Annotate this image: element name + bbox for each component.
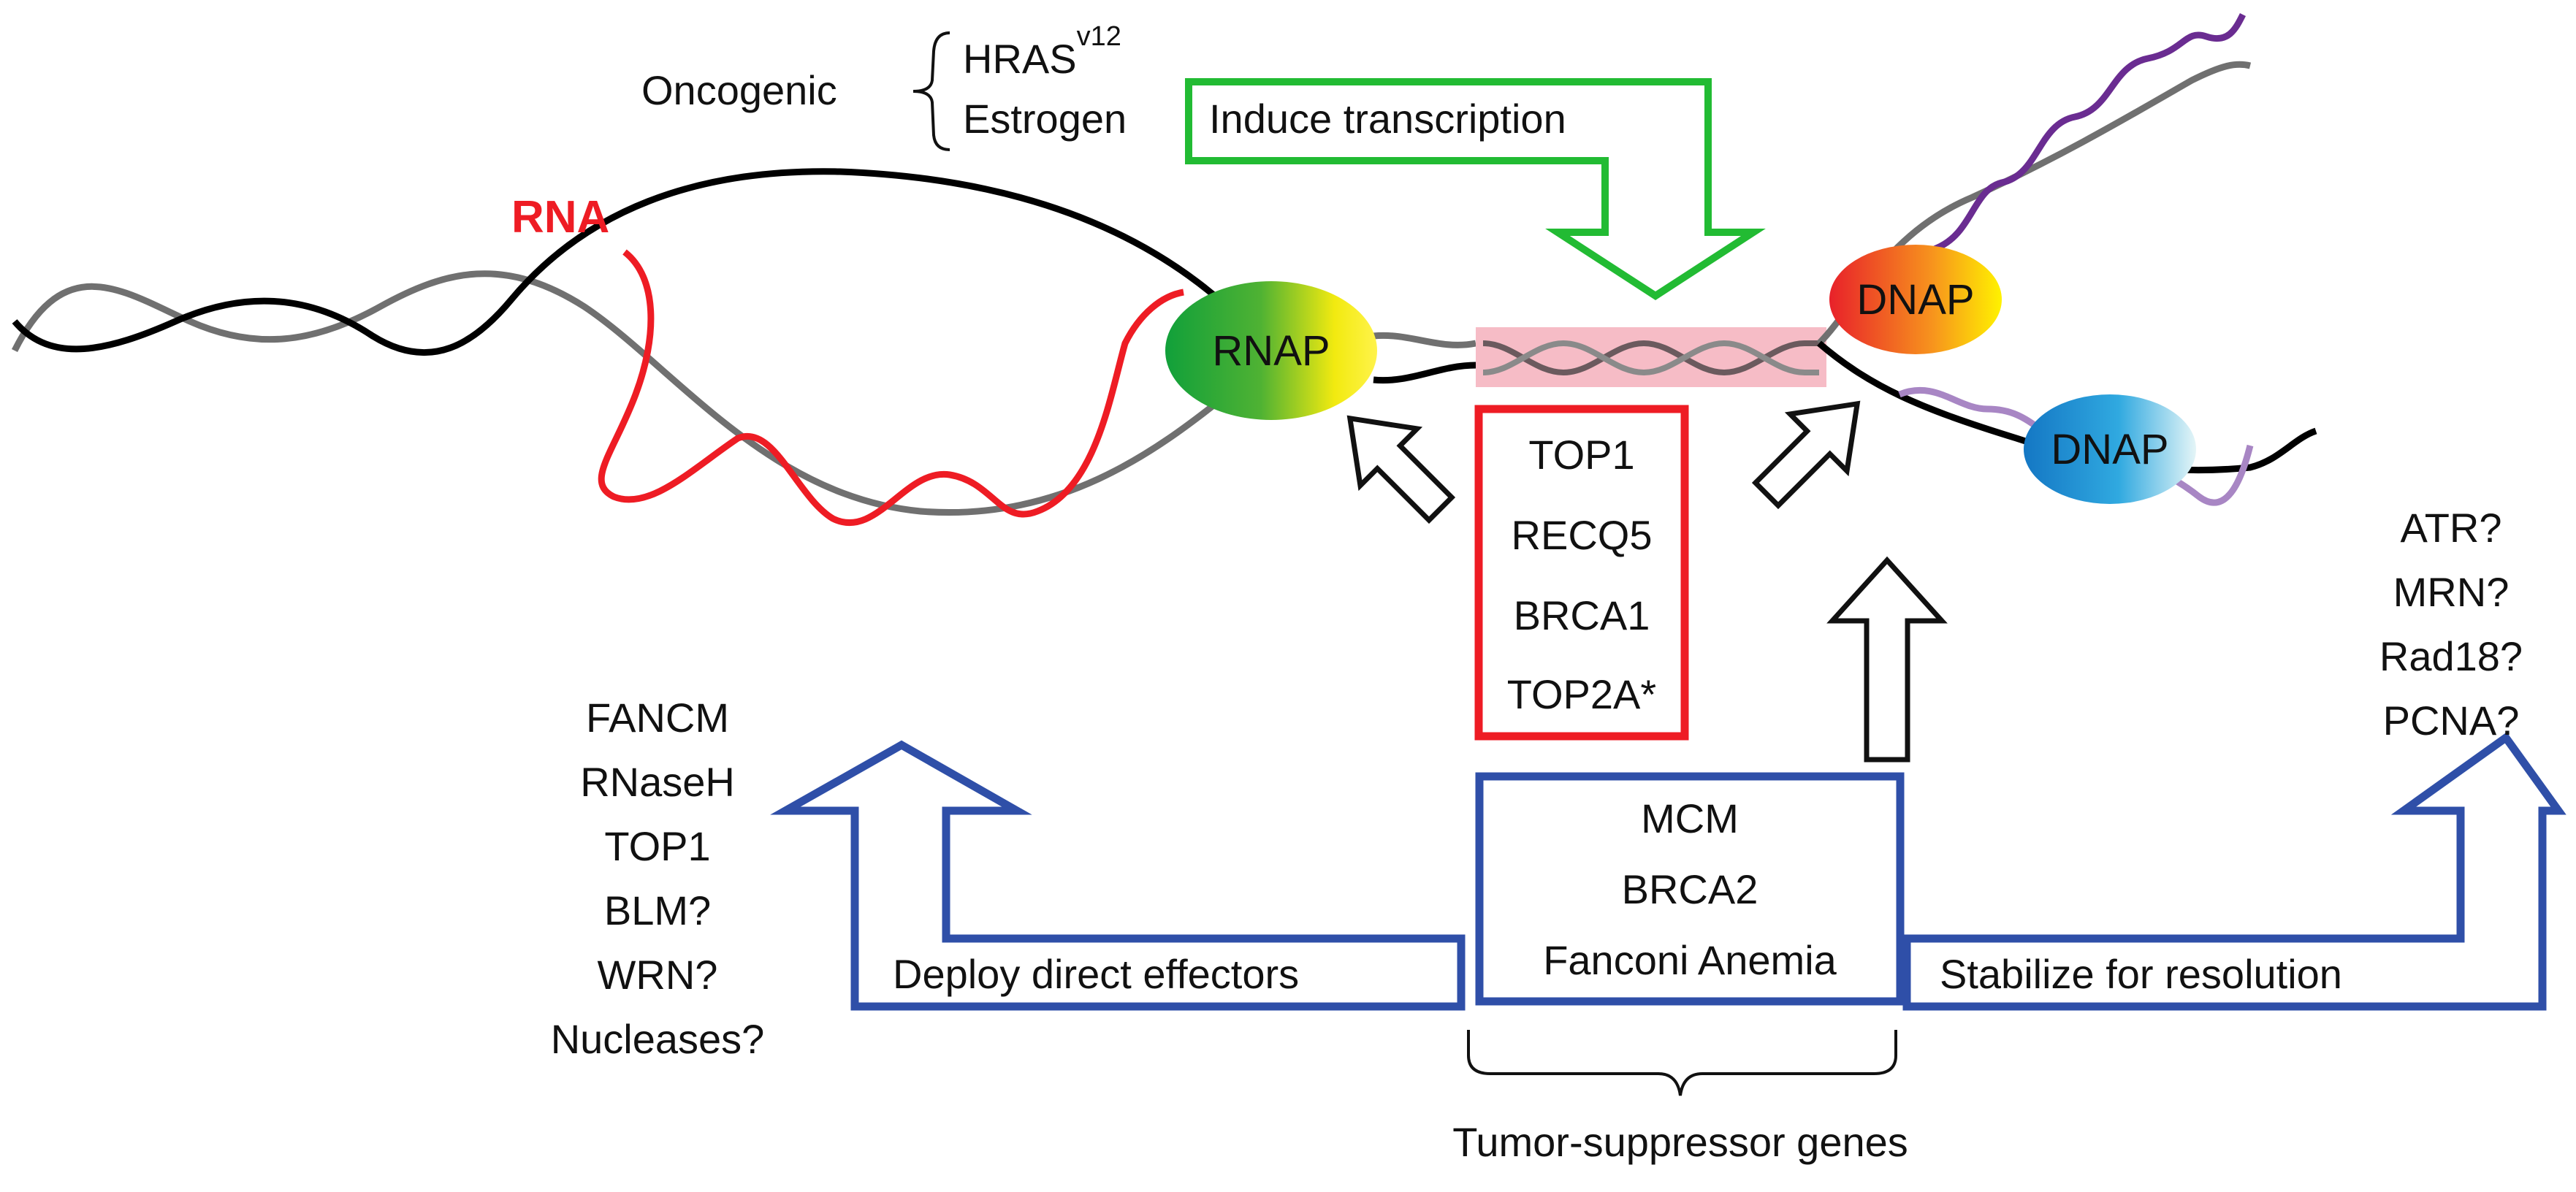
tumor-suppressor-label: Tumor-suppressor genes [1452, 1119, 1908, 1165]
dna-black-strand-left [12, 168, 1230, 356]
effector-fancm: FANCM [586, 695, 729, 741]
arrow-to-rnap [1346, 415, 1456, 524]
effector-top1: TOP1 [604, 823, 710, 869]
stabilize-resolution-arrow [1902, 732, 2567, 1011]
arrow-to-fork [1751, 400, 1861, 510]
effector-blm: BLM? [604, 887, 711, 933]
effector-nucleases: Nucleases? [551, 1016, 765, 1062]
dna-gray-strand-left [11, 270, 1245, 516]
blue-box-item-mcm: MCM [1641, 795, 1739, 841]
deploy-effectors-arrow [770, 740, 1466, 1011]
tumor-suppressor-brace [1467, 1030, 1897, 1096]
estrogen-label: Estrogen [963, 96, 1127, 142]
factor-rad18: Rad18? [2379, 633, 2523, 679]
dnap-bottom-label: DNAP [2051, 426, 2168, 473]
factor-atr: ATR? [2401, 505, 2502, 551]
rnap-label: RNAP [1212, 327, 1330, 375]
induce-transcription-label: Induce transcription [1209, 96, 1566, 142]
dnap-top-enzyme [1829, 245, 2002, 354]
pink-duplex-light [1482, 340, 1819, 376]
oncogenic-label: Oncogenic [641, 67, 837, 113]
effector-rnaseh: RNaseH [580, 759, 735, 805]
dna-black-strand-mid [1373, 362, 1476, 384]
dna-gray-strand-mid [1373, 332, 1476, 348]
rna-transcript [598, 249, 1184, 527]
oncogenic-bracket [912, 31, 950, 151]
stabilize-resolution-label: Stabilize for resolution [1940, 951, 2342, 997]
arrow-up-to-red-box [1826, 556, 1948, 763]
red-box [1474, 405, 1689, 741]
deploy-effectors-label: Deploy direct effectors [893, 951, 1299, 997]
dnap-top-label: DNAP [1856, 276, 1974, 324]
dnap-bottom-enzyme [2024, 394, 2196, 504]
red-box-item-recq5: RECQ5 [1512, 512, 1653, 558]
blue-box-item-brca2: BRCA2 [1622, 866, 1758, 912]
pink-duplex-dark [1482, 340, 1819, 376]
hras-label: HRASv12 [963, 21, 1121, 82]
effector-wrn: WRN? [598, 952, 718, 998]
rnap-enzyme [1165, 281, 1377, 420]
red-box-item-brca1: BRCA1 [1514, 592, 1650, 638]
induce-transcription-arrow [1185, 78, 1766, 300]
rna-label: RNA [511, 192, 609, 242]
red-box-item-top2a: TOP2A* [1507, 671, 1656, 717]
factor-mrn: MRN? [2393, 569, 2510, 615]
blue-box [1475, 772, 1905, 1006]
factor-pcna: PCNA? [2383, 698, 2520, 744]
red-box-item-top1: TOP1 [1528, 432, 1634, 478]
blue-box-item-fanconi: Fanconi Anemia [1543, 937, 1837, 983]
